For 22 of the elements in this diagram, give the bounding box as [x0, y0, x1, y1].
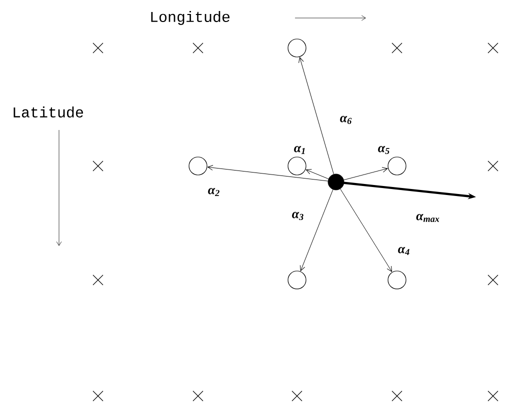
edge-label: α$_{2}$ [206, 186, 222, 197]
circle-marker [288, 156, 306, 176]
edge-label: α$_{3}$ [290, 210, 306, 222]
axis-label: Latitude [14, 106, 84, 118]
arrow [306, 169, 329, 180]
circle-marker [288, 270, 306, 290]
arrow [208, 164, 328, 182]
arrow [344, 167, 388, 180]
circle-marker [288, 38, 306, 58]
edge-label: α$_{max}$ [415, 212, 441, 223]
circle-marker [188, 156, 208, 176]
arrow [340, 188, 392, 272]
edge-label: α$_{1}$ [292, 145, 308, 155]
circle-marker [388, 270, 406, 290]
edge-label: α$_{6}$ [338, 114, 354, 126]
arrow [298, 57, 334, 174]
axis-label: Longitude [151, 11, 230, 25]
edge-label: α$_{5}$ [376, 144, 392, 156]
arrow [300, 189, 334, 272]
filled-dot [328, 174, 344, 190]
circle-marker [388, 156, 406, 176]
edge-label: α$_{4}$ [396, 246, 412, 256]
